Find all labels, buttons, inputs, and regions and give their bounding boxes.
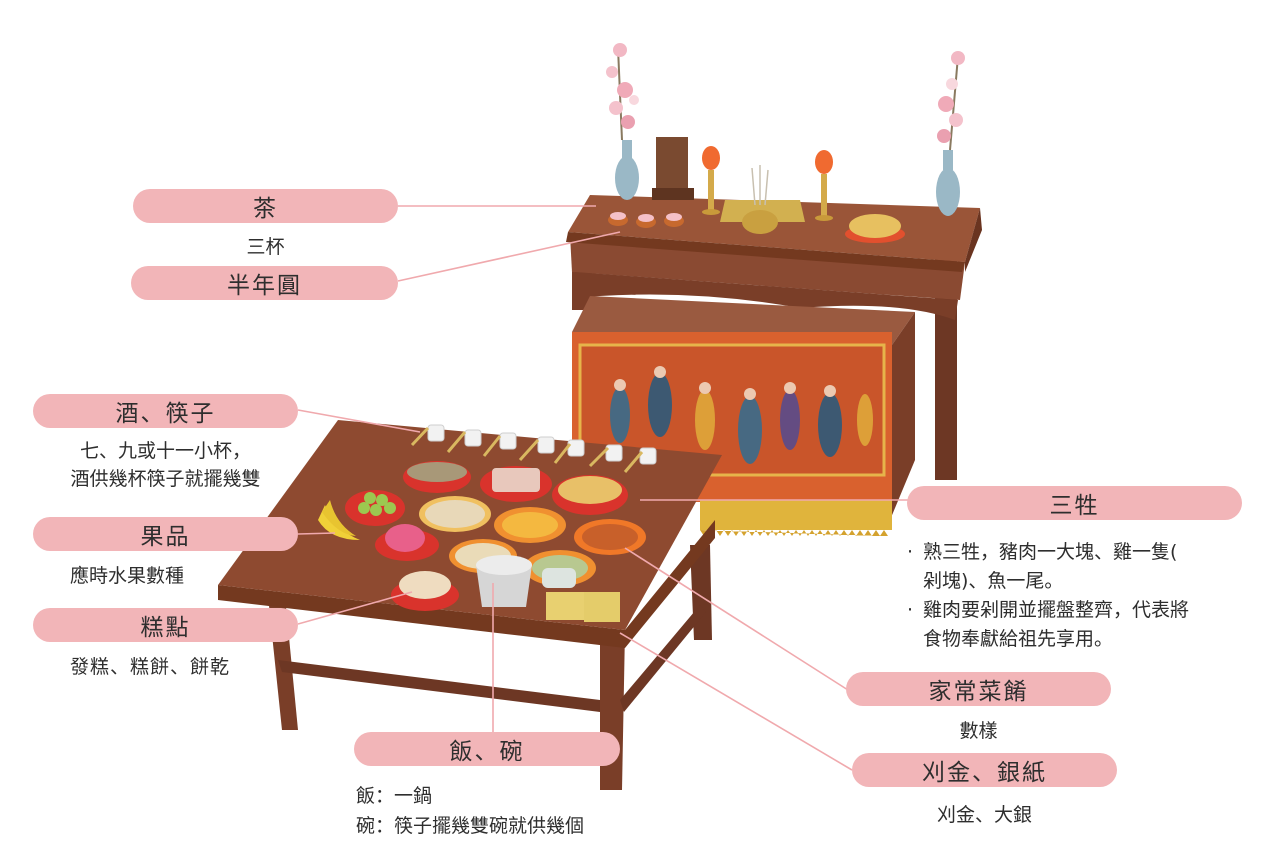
three-meats-line-4: 食物奉獻給祖先享用。 xyxy=(923,628,1114,650)
three-meats-bullet-1: · 熟三牲，豬肉一大塊、雞一隻( 剁塊)、魚一尾。 xyxy=(907,538,1247,596)
label-joss-paper: 刈金、銀紙 xyxy=(852,753,1117,787)
desc-wine-chopsticks: 七、九或十一小杯， 酒供幾杯筷子就擺幾雙 xyxy=(33,437,298,493)
desc-wine-chopsticks-line-1: 七、九或十一小杯， xyxy=(79,440,251,462)
three-meats-line-1: 熟三牲，豬肉一大塊、雞一隻( xyxy=(923,541,1178,563)
label-half-year-balls-title: 半年圓 xyxy=(227,273,302,299)
desc-wine-chopsticks-line-2: 酒供幾杯筷子就擺幾雙 xyxy=(70,468,261,490)
desc-fruit: 應時水果數種 xyxy=(70,565,185,587)
desc-home-dishes: 數樣 xyxy=(959,720,998,742)
label-home-dishes-title: 家常菜餚 xyxy=(928,679,1029,705)
desc-rice-bowls-line-2: 碗：筷子擺幾雙碗就供幾個 xyxy=(356,815,585,837)
label-tea: 茶 xyxy=(133,189,398,223)
bullet-icon: · xyxy=(907,541,914,563)
label-half-year-balls: 半年圓 xyxy=(131,266,398,300)
three-meats-bullet-1-text: 熟三牲，豬肉一大塊、雞一隻( 剁塊)、魚一尾。 xyxy=(923,538,1177,596)
label-three-meats-title: 三牲 xyxy=(1049,493,1100,519)
label-cakes-title: 糕點 xyxy=(140,615,191,641)
three-meats-bullet-2: · 雞肉要剁開並擺盤整齊，代表將 食物奉獻給祖先享用。 xyxy=(907,596,1247,654)
back-altar-offerings xyxy=(606,43,965,243)
label-joss-paper-title: 刈金、銀紙 xyxy=(922,760,1047,786)
three-meats-line-3: 雞肉要剁開並擺盤整齊，代表將 xyxy=(923,599,1190,621)
label-fruit: 果品 xyxy=(33,517,298,551)
label-rice-bowls-title: 飯、碗 xyxy=(449,739,525,765)
desc-tea: 三杯 xyxy=(246,236,285,258)
three-meats-line-2: 剁塊)、魚一尾。 xyxy=(923,570,1064,592)
three-meats-bullet-2-text: 雞肉要剁開並擺盤整齊，代表將 食物奉獻給祖先享用。 xyxy=(923,596,1189,654)
label-fruit-title: 果品 xyxy=(140,524,191,550)
desc-joss-paper: 刈金、大銀 xyxy=(936,804,1032,826)
leader-lines xyxy=(297,205,908,771)
label-three-meats: 三牲 xyxy=(907,486,1242,520)
label-wine-chopsticks-title: 酒、筷子 xyxy=(115,401,216,427)
label-rice-bowls: 飯、碗 xyxy=(354,732,620,766)
desc-rice-bowls-line-1: 飯：一鍋 xyxy=(356,785,433,807)
desc-three-meats: · 熟三牲，豬肉一大塊、雞一隻( 剁塊)、魚一尾。 · 雞肉要剁開並擺盤整齊，代… xyxy=(907,538,1247,654)
desc-rice-bowls: 飯：一鍋 碗：筷子擺幾雙碗就供幾個 xyxy=(356,781,584,841)
label-tea-title: 茶 xyxy=(253,196,278,222)
bullet-icon: · xyxy=(907,599,914,621)
label-cakes: 糕點 xyxy=(33,608,298,642)
label-home-dishes: 家常菜餚 xyxy=(846,672,1111,706)
label-wine-chopsticks: 酒、筷子 xyxy=(33,394,298,428)
front-table-offerings xyxy=(318,424,657,622)
desc-cakes: 發糕、糕餅、餅乾 xyxy=(70,656,231,678)
